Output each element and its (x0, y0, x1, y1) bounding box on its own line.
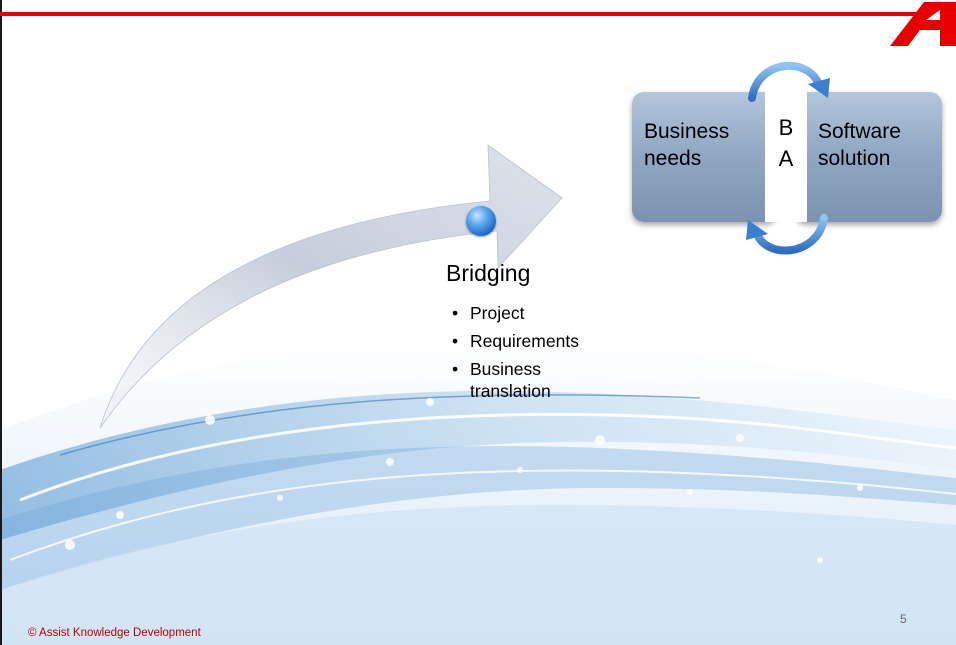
box-line: needs (644, 147, 702, 170)
box-line: solution (818, 147, 891, 170)
business-needs-box: Business needs (632, 92, 777, 222)
software-solution-box: Software solution (795, 92, 942, 222)
list-item: Project (452, 302, 600, 324)
copyright-text: © Assist Knowledge Development (28, 627, 201, 639)
list-item: Requirements (452, 330, 600, 352)
ba-connector (765, 92, 807, 222)
slide-left-border (0, 0, 2, 645)
footer-marker (9, 629, 19, 639)
list-item: Business translation (452, 358, 600, 402)
header-red-rule (0, 12, 918, 16)
page-number: 5 (900, 612, 907, 626)
software-solution-label: Software solution (818, 118, 901, 172)
ba-letter: A (778, 146, 794, 171)
ba-letter: B (778, 115, 794, 140)
box-line: Business (644, 120, 730, 143)
bridging-title: Bridging (446, 260, 531, 286)
ba-label: B A (775, 112, 797, 174)
bridging-list: Project Requirements Business translatio… (452, 302, 600, 408)
business-needs-label: Business needs (644, 118, 729, 172)
bullet-dot-icon (466, 206, 496, 236)
box-line: Software (818, 120, 901, 143)
logo-a-icon (890, 2, 956, 46)
